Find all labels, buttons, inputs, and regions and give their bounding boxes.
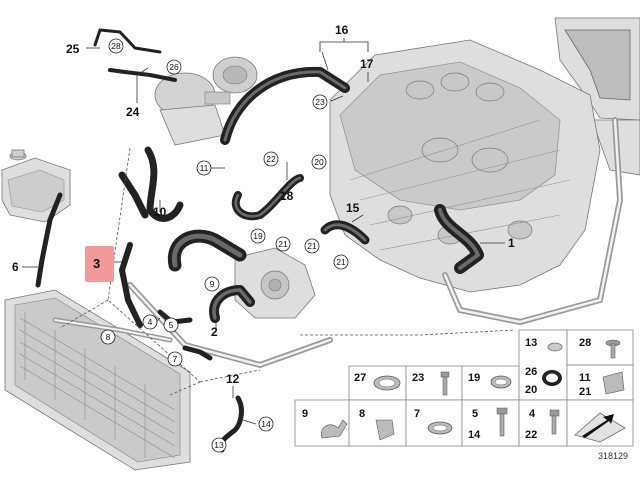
- ring-icon: [547, 342, 563, 352]
- engine-block: [329, 39, 601, 293]
- callout-19[interactable]: 19: [250, 228, 266, 244]
- callout-26[interactable]: 26: [166, 59, 182, 75]
- label-10[interactable]: 10: [153, 205, 167, 219]
- grid-num-28: 28: [579, 337, 591, 349]
- svg-text:21: 21: [278, 239, 288, 249]
- grid-num-22: 22: [525, 429, 537, 441]
- svg-text:23: 23: [315, 97, 325, 107]
- direction-arrow-icon: [574, 412, 626, 443]
- grid-part-icons: [320, 339, 626, 443]
- grid-num-8: 8: [359, 408, 365, 420]
- grid-num-23: 23: [412, 372, 424, 384]
- label-15[interactable]: 15: [346, 201, 360, 215]
- svg-text:4: 4: [148, 317, 153, 327]
- callout-20[interactable]: 20: [311, 154, 327, 170]
- grid-num-11: 11: [579, 372, 591, 384]
- callout-13[interactable]: 13: [211, 437, 227, 453]
- label-6[interactable]: 6: [12, 260, 19, 274]
- water-pump: [234, 247, 316, 319]
- svg-text:19: 19: [253, 231, 263, 241]
- label-24[interactable]: 24: [126, 105, 140, 119]
- grid-num-4: 4: [529, 408, 536, 420]
- callout-21-c[interactable]: 21: [333, 254, 349, 270]
- part-labels: 25 24 16 17 18 10 15 1 6 3 2 12: [12, 23, 515, 386]
- hose-clip-icon: [320, 419, 348, 439]
- grid-cell-4-22[interactable]: [518, 399, 568, 447]
- callouts: 28 26 23 20 22 11 19 21 21 21 9 4 5 8 7 …: [100, 38, 349, 453]
- grid-num-21: 21: [579, 386, 591, 398]
- grid-num-9: 9: [302, 408, 308, 420]
- label-2[interactable]: 2: [211, 325, 218, 339]
- label-18[interactable]: 18: [280, 189, 294, 203]
- screw-icon: [605, 339, 621, 359]
- hose-clamp-icon: [373, 375, 401, 391]
- seal-ring-icon: [542, 370, 562, 386]
- svg-text:14: 14: [261, 419, 271, 429]
- callout-11[interactable]: 11: [196, 160, 212, 176]
- callout-7[interactable]: 7: [167, 351, 183, 367]
- callout-14[interactable]: 14: [258, 416, 274, 432]
- bolt-icon: [440, 371, 450, 396]
- callout-23[interactable]: 23: [312, 94, 328, 110]
- grid-num-20: 20: [525, 384, 537, 396]
- label-12[interactable]: 12: [226, 372, 240, 386]
- svg-text:21: 21: [336, 257, 346, 267]
- label-17[interactable]: 17: [360, 57, 374, 71]
- svg-text:13: 13: [214, 440, 224, 450]
- label-16[interactable]: 16: [335, 23, 349, 37]
- label-25[interactable]: 25: [66, 42, 80, 56]
- grid-num-19: 19: [468, 372, 480, 384]
- grid-num-27: 27: [354, 372, 366, 384]
- spring-clamp-icon: [490, 375, 512, 389]
- svg-text:22: 22: [266, 154, 276, 164]
- svg-text:9: 9: [210, 279, 215, 289]
- grid-num-26: 26: [525, 366, 537, 378]
- coolant-pipes-light: [52, 117, 624, 369]
- grid-num-7: 7: [414, 408, 420, 420]
- svg-text:5: 5: [169, 320, 174, 330]
- flange-screw-icon: [549, 409, 560, 435]
- grid-cell-5-14[interactable]: [461, 399, 520, 447]
- callout-21-a[interactable]: 21: [275, 236, 291, 252]
- callout-21-b[interactable]: 21: [304, 238, 320, 254]
- label-3[interactable]: 3: [93, 256, 100, 271]
- turbocharger: [154, 56, 258, 146]
- hex-bolt-icon: [496, 407, 508, 437]
- callout-5[interactable]: 5: [163, 317, 179, 333]
- callout-9[interactable]: 9: [204, 276, 220, 292]
- clip-icon: [602, 371, 625, 395]
- parts-grid: 13 28 26 20 11 21 27 23 19 9 8 7 5 14 4 …: [294, 329, 634, 461]
- svg-text:8: 8: [106, 332, 111, 342]
- label-1[interactable]: 1: [508, 236, 515, 250]
- radiator: [4, 289, 191, 471]
- callout-4[interactable]: 4: [142, 314, 158, 330]
- callout-22[interactable]: 22: [263, 151, 279, 167]
- bracket-clip-icon: [375, 419, 395, 441]
- callout-8[interactable]: 8: [100, 329, 116, 345]
- svg-text:28: 28: [111, 41, 121, 51]
- coolant-hoses: [35, 28, 484, 453]
- background-illustration: [1, 17, 640, 471]
- grid-cell-9[interactable]: [294, 399, 350, 447]
- svg-text:20: 20: [314, 157, 324, 167]
- expansion-tank: [1, 149, 71, 223]
- grid-cell-13-26[interactable]: [518, 329, 568, 401]
- grid-num-14: 14: [468, 429, 481, 441]
- drawing-number: 318129: [598, 451, 628, 461]
- grid-num-5: 5: [472, 408, 478, 420]
- callout-28[interactable]: 28: [108, 38, 124, 54]
- band-clamp-icon: [427, 421, 453, 435]
- svg-text:7: 7: [173, 354, 178, 364]
- svg-text:11: 11: [200, 163, 209, 173]
- grid-cell-28[interactable]: [566, 329, 634, 366]
- svg-text:21: 21: [307, 241, 317, 251]
- svg-text:26: 26: [169, 62, 179, 72]
- label-3-highlight: [85, 246, 114, 282]
- grid-num-13: 13: [525, 337, 537, 349]
